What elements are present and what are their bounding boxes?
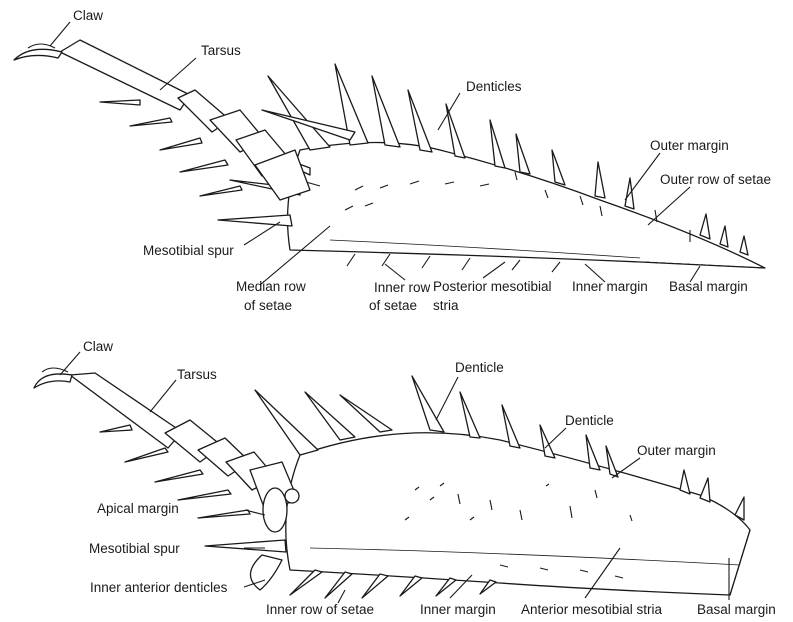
bottom-label-claw: Claw xyxy=(83,339,113,354)
top-label-inner-row-1: Inner row xyxy=(374,280,431,295)
bottom-label-tarsus: Tarsus xyxy=(177,367,217,382)
top-mesotibial-spur xyxy=(218,215,292,226)
bottom-mesotibial-spur xyxy=(205,540,286,552)
top-label-median-row-2: of setae xyxy=(244,298,292,313)
top-leg-drawing xyxy=(14,22,765,285)
top-label-denticles: Denticles xyxy=(466,79,522,94)
bottom-leg-drawing xyxy=(34,352,750,603)
bottom-claw xyxy=(34,374,72,388)
top-label-tarsus: Tarsus xyxy=(201,43,241,58)
bottom-label-apical-margin: Apical margin xyxy=(97,501,179,516)
top-label-outer-margin: Outer margin xyxy=(650,138,729,153)
bottom-label-anterior-stria: Anterior mesotibial stria xyxy=(521,602,663,617)
top-label-posterior-stria-1: Posterior mesotibial xyxy=(433,279,552,294)
top-label-outer-row-setae: Outer row of setae xyxy=(660,172,771,187)
top-label-mesotibial-spur: Mesotibial spur xyxy=(143,243,234,258)
bottom-label-mesotibial-spur: Mesotibial spur xyxy=(89,541,180,556)
bottom-label-denticle-1: Denticle xyxy=(455,360,504,375)
bottom-label-inner-row-setae: Inner row of setae xyxy=(266,602,374,617)
top-label-median-row-1: Median row xyxy=(236,279,306,294)
bottom-label-basal-margin: Basal margin xyxy=(697,602,776,617)
bottom-label-inner-anterior-denticles: Inner anterior denticles xyxy=(90,580,228,595)
bottom-label-denticle-2: Denticle xyxy=(565,413,614,428)
top-label-inner-row-2: of setae xyxy=(369,298,417,313)
bottom-label-outer-margin: Outer margin xyxy=(637,443,716,458)
bottom-inner-anterior-denticles xyxy=(250,555,282,590)
top-label-basal-margin: Basal margin xyxy=(669,279,748,294)
top-tibia-body xyxy=(288,143,765,269)
top-label-posterior-stria-2: stria xyxy=(433,298,459,313)
top-tarsus xyxy=(60,40,310,200)
bottom-label-inner-margin: Inner margin xyxy=(420,602,496,617)
top-label-inner-margin: Inner margin xyxy=(572,279,648,294)
bottom-tarsus xyxy=(70,373,299,518)
bottom-apical-margin xyxy=(263,488,287,532)
top-label-claw: Claw xyxy=(73,8,103,23)
top-claw xyxy=(14,49,62,60)
